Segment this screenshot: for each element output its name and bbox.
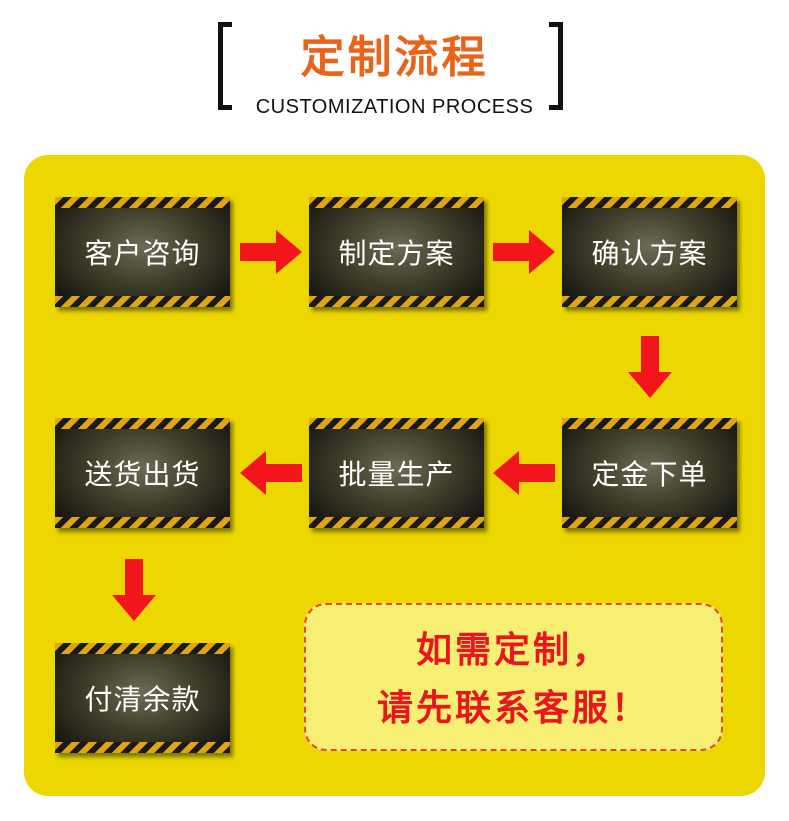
step-pay-balance: 付清余款 — [55, 643, 230, 753]
page-subtitle: CUSTOMIZATION PROCESS — [255, 96, 534, 118]
page-title: 定制流程 — [300, 32, 489, 83]
arrow-down-icon — [628, 336, 672, 398]
step-mass-production: 批量生产 — [309, 418, 484, 528]
step-label: 送货出货 — [84, 458, 201, 491]
right-bracket — [549, 22, 563, 110]
step-customer-consult: 客户咨询 — [55, 197, 230, 307]
arrow-left-icon — [240, 451, 302, 495]
contact-line-2: 请先联系客服！ — [376, 688, 650, 729]
contact-notice: 如需定制， 请先联系客服！ — [304, 603, 723, 751]
step-label: 批量生产 — [338, 458, 455, 491]
step-make-plan: 制定方案 — [309, 197, 484, 307]
step-delivery: 送货出货 — [55, 418, 230, 528]
step-label: 制定方案 — [338, 237, 455, 270]
arrow-left-icon — [493, 451, 555, 495]
arrow-down-icon — [112, 559, 156, 621]
contact-line-1: 如需定制， — [415, 630, 611, 671]
step-label: 客户咨询 — [84, 237, 201, 270]
step-deposit-order: 定金下单 — [562, 418, 737, 528]
step-confirm-plan: 确认方案 — [562, 197, 737, 307]
arrow-right-icon — [240, 230, 302, 274]
left-bracket — [218, 22, 232, 110]
step-label: 付清余款 — [84, 683, 201, 716]
arrow-right-icon — [493, 230, 555, 274]
step-label: 定金下单 — [591, 458, 708, 491]
step-label: 确认方案 — [591, 237, 708, 270]
